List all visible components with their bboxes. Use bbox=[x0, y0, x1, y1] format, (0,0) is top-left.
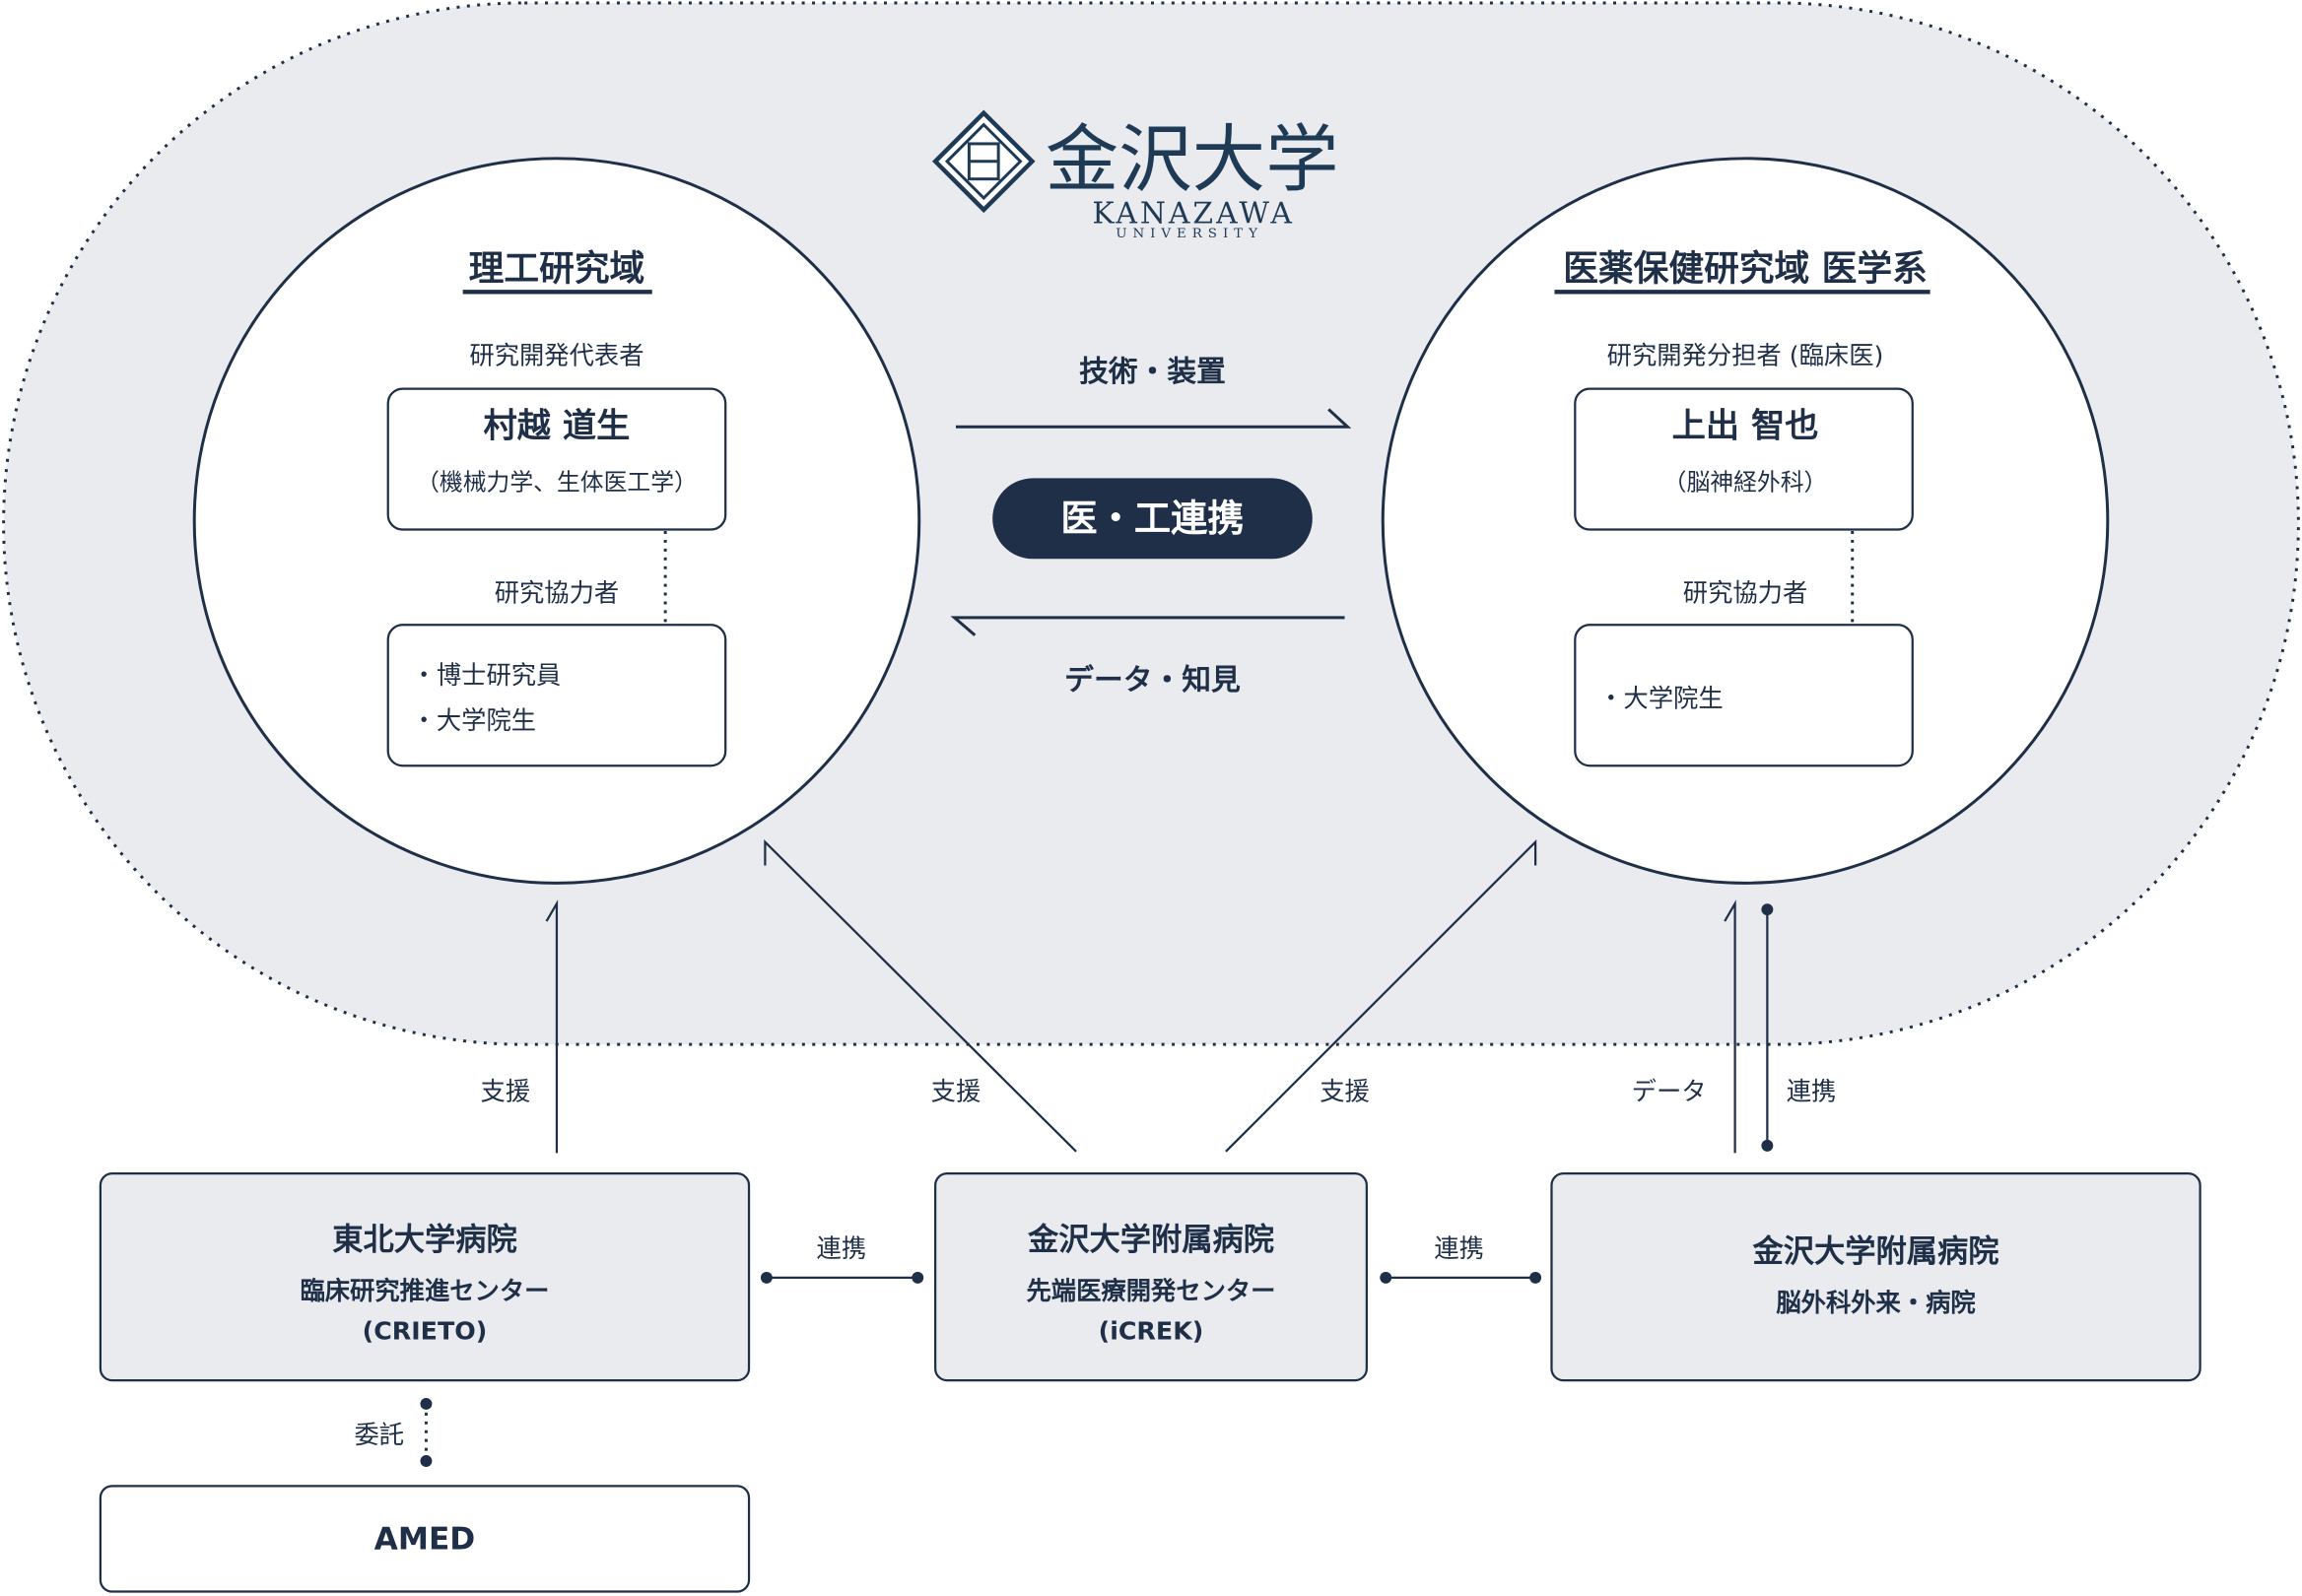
dot-icon bbox=[760, 1271, 773, 1284]
collab-label: 連携 bbox=[1434, 1234, 1484, 1263]
support-label: 支援 bbox=[1320, 1078, 1370, 1106]
dot-icon bbox=[912, 1271, 924, 1284]
medical-domain: 医薬保健研究域 医学系 研究開発分担者 (臨床医) 上出 智也 （脳神経外科） … bbox=[1381, 157, 2110, 885]
support-label: 支援 bbox=[931, 1078, 982, 1106]
center-exchange: 技術・装置 医・工連携 データ・知見 bbox=[950, 355, 1352, 698]
lead-name: 上出 智也 bbox=[1672, 407, 1819, 446]
arrow-left-icon bbox=[950, 616, 1345, 636]
dot-icon bbox=[420, 1455, 433, 1467]
box-subtitle: 脳外科外来・病院 bbox=[1776, 1289, 1975, 1317]
engineering-domain: 理工研究域 研究開発代表者 村越 道生 （機械力学、生体医工学） 研究協力者 ・… bbox=[192, 157, 921, 885]
domain-title: 理工研究域 bbox=[469, 248, 645, 289]
lead-box bbox=[386, 387, 727, 531]
amed-label: AMED bbox=[374, 1521, 476, 1557]
arrow-up-icon bbox=[1724, 899, 1736, 1154]
data-label: データ bbox=[1632, 1078, 1707, 1106]
bottom-arrow-label: データ・知見 bbox=[1064, 663, 1241, 698]
box-title: 東北大学病院 bbox=[332, 1222, 516, 1258]
logo-name-en-sub: UNIVERSITY bbox=[1116, 227, 1263, 241]
badge-label: 医・工連携 bbox=[1060, 497, 1244, 540]
lead-label: 研究開発分担者 (臨床医) bbox=[1607, 341, 1884, 369]
collab-item: ・博士研究員 bbox=[412, 661, 562, 690]
arrow-diagonal-icon bbox=[764, 838, 1077, 1153]
neurosurgery-box: 金沢大学附属病院 脳外科外来・病院 bbox=[1550, 1172, 2201, 1382]
tohoku-box: 東北大学病院 臨床研究推進センター (CRIETO) bbox=[99, 1172, 751, 1382]
lead-field: （機械力学、生体医工学） bbox=[416, 468, 698, 496]
top-arrow-label: 技術・装置 bbox=[1079, 355, 1226, 389]
collab-box bbox=[386, 624, 727, 767]
lead-label: 研究開発代表者 bbox=[469, 341, 643, 369]
arrow-right-icon bbox=[955, 408, 1352, 429]
collab-label: 連携 bbox=[1787, 1078, 1837, 1106]
arrow-up-icon bbox=[545, 899, 559, 1154]
arrow-diagonal-icon bbox=[1225, 838, 1537, 1153]
domain-title: 医薬保健研究域 医学系 bbox=[1563, 248, 1928, 289]
box-title: 金沢大学附属病院 bbox=[1027, 1222, 1274, 1258]
dot-icon bbox=[420, 1397, 433, 1410]
collab-label: 連携 bbox=[817, 1234, 867, 1263]
box-title: 金沢大学附属病院 bbox=[1752, 1233, 1999, 1270]
dot-icon bbox=[1761, 903, 1774, 916]
collab-label: 研究協力者 bbox=[495, 578, 620, 607]
dot-icon bbox=[1380, 1271, 1392, 1284]
dot-icon bbox=[1529, 1271, 1542, 1284]
box-subtitle: 先端医療開発センター bbox=[1027, 1277, 1276, 1305]
box-abbr: (iCREK) bbox=[1099, 1316, 1204, 1345]
icrek-box: 金沢大学附属病院 先端医療開発センター (iCREK) bbox=[934, 1172, 1368, 1382]
amed-box: AMED bbox=[99, 1485, 751, 1593]
box-subtitle: 臨床研究推進センター bbox=[300, 1277, 549, 1305]
collab-item: ・大学院生 bbox=[412, 706, 536, 735]
support-label: 支援 bbox=[481, 1078, 531, 1106]
collaboration-badge bbox=[992, 478, 1313, 560]
lead-box bbox=[1574, 387, 1914, 531]
collab-item: ・大学院生 bbox=[1598, 685, 1724, 713]
kanazawa-university-logo: 金沢大学 KANAZAWA UNIVERSITY bbox=[931, 109, 1339, 241]
logo-name-en: KANAZAWA bbox=[1092, 196, 1294, 231]
logo-name-ja: 金沢大学 bbox=[1046, 117, 1339, 203]
lead-field: （脳神経外科） bbox=[1663, 468, 1828, 496]
entrust-label: 委託 bbox=[354, 1421, 404, 1449]
box-abbr: (CRIETO) bbox=[363, 1316, 488, 1345]
collab-label: 研究協力者 bbox=[1683, 578, 1808, 607]
dot-icon bbox=[1761, 1139, 1774, 1152]
university-emblem-icon bbox=[931, 109, 1036, 214]
lead-name: 村越 道生 bbox=[484, 407, 631, 446]
collab-box bbox=[1574, 624, 1914, 767]
